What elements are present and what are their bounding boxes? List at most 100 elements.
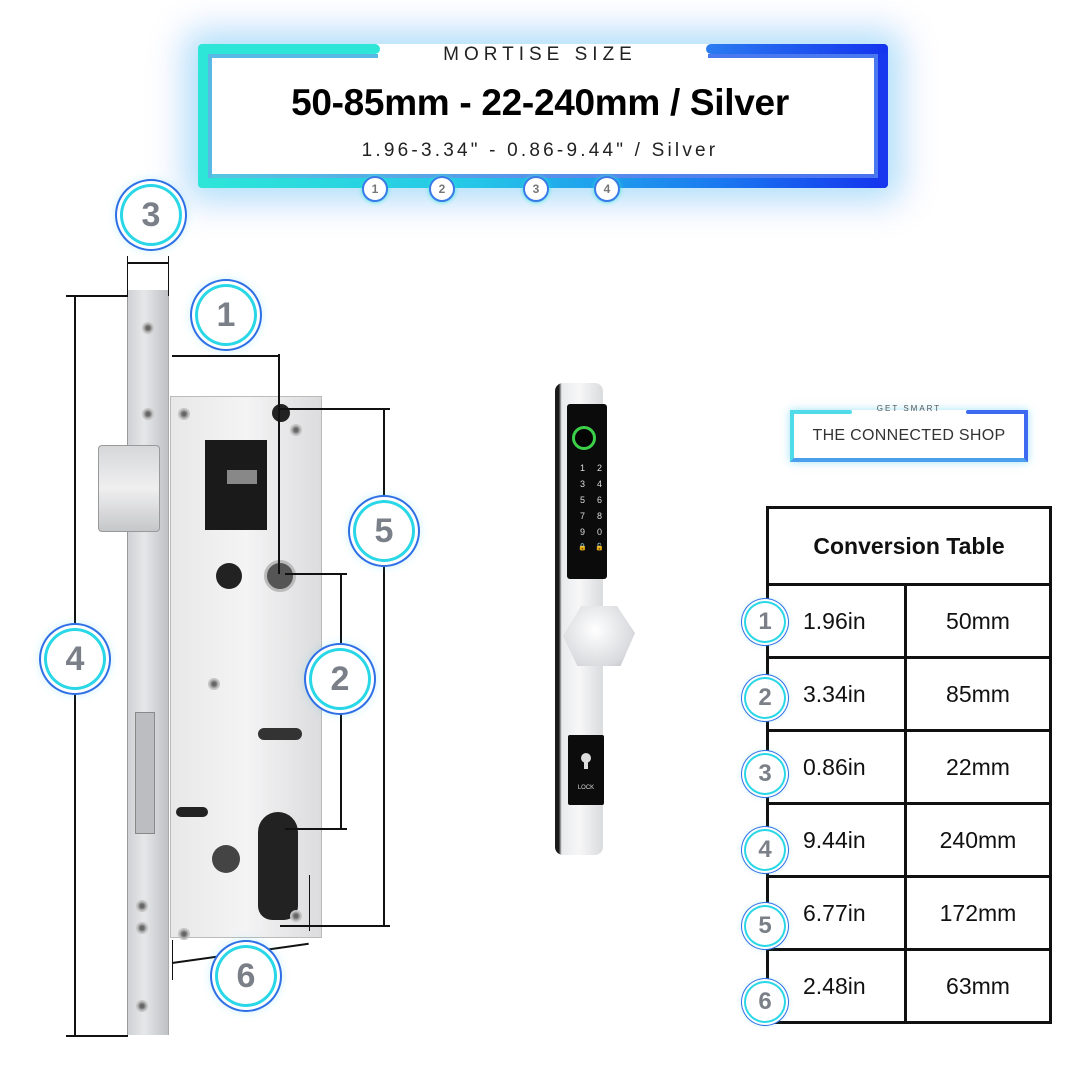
screw xyxy=(290,910,302,922)
logo-name: THE CONNECTED SHOP xyxy=(812,427,1006,444)
frame-line xyxy=(208,54,212,178)
dim-line-1 xyxy=(172,355,278,357)
row-badge-1: 1 xyxy=(746,603,784,641)
screw xyxy=(136,922,148,934)
step-badge: 1 xyxy=(362,176,388,202)
dim-extension xyxy=(309,875,310,931)
frame-line xyxy=(198,44,208,188)
latch-bolt xyxy=(98,445,160,532)
keypad-key: 5 xyxy=(579,495,585,505)
dim-extension xyxy=(280,408,390,410)
keypad-key: 7 xyxy=(579,511,585,521)
thumb-turn-knob xyxy=(563,606,635,666)
table-row: 2.48in 63mm xyxy=(766,948,1052,1024)
callout-badge-3: 3 xyxy=(123,187,179,243)
callout-badge-4: 4 xyxy=(47,631,103,687)
dim-extension xyxy=(278,354,280,574)
inches-cell: 2.48in xyxy=(766,948,907,1024)
mm-cell: 22mm xyxy=(904,729,1052,805)
slot xyxy=(258,728,302,740)
row-badge-5: 5 xyxy=(746,907,784,945)
logo-tagline: GET SMART xyxy=(876,404,942,413)
keypad-key: 0 xyxy=(596,527,602,537)
logo-frame-top-left xyxy=(790,410,852,414)
lock-faceplate xyxy=(127,290,169,1035)
step-badge: 2 xyxy=(429,176,455,202)
inches-cell: 6.77in xyxy=(766,875,907,951)
inches-cell: 0.86in xyxy=(766,729,907,805)
key-cover-panel: LOCK xyxy=(568,735,604,805)
unlock-icon: 🔓 xyxy=(595,544,604,551)
keypad-key: 9 xyxy=(579,527,585,537)
logo-frame xyxy=(790,410,1028,462)
keypad-keys: 1 2 3 4 5 6 7 8 9 0 🔒 🔓 xyxy=(574,463,608,551)
euro-cylinder-cutout xyxy=(258,812,298,920)
logo-frame-top-right xyxy=(966,410,1028,414)
keypad-key: 6 xyxy=(596,495,602,505)
frame-line xyxy=(706,44,888,54)
dim-extension xyxy=(168,256,169,296)
fingerprint-sensor-icon xyxy=(572,426,596,450)
callout-badge-1: 1 xyxy=(198,287,254,343)
dim-extension xyxy=(127,256,128,296)
screw xyxy=(290,424,302,436)
table-row: 6.77in 172mm xyxy=(766,875,1052,951)
keypad-key: 4 xyxy=(596,479,602,489)
follower-hole xyxy=(264,560,296,592)
screw xyxy=(178,408,190,420)
table-row: 9.44in 240mm xyxy=(766,802,1052,878)
mm-cell: 63mm xyxy=(904,948,1052,1024)
screw xyxy=(136,1000,148,1012)
screw xyxy=(142,322,154,334)
row-badge-3: 3 xyxy=(746,755,784,793)
top-pivot xyxy=(272,404,290,422)
spindle-hole xyxy=(216,563,242,589)
frame-line xyxy=(208,54,378,58)
step-badge: 3 xyxy=(523,176,549,202)
callout-badge-6: 6 xyxy=(218,948,274,1004)
inches-cell: 1.96in xyxy=(766,583,907,659)
screw xyxy=(208,678,220,690)
header-imperial-size: 1.96-3.34" - 0.86-9.44" / Silver xyxy=(361,140,719,161)
brand-logo: GET SMART THE CONNECTED SHOP xyxy=(790,404,1028,462)
key-icon xyxy=(581,753,591,763)
row-badge-2: 2 xyxy=(746,679,784,717)
mm-cell: 50mm xyxy=(904,583,1052,659)
table-header-row: Conversion Table xyxy=(766,506,1052,586)
dim-line-5 xyxy=(383,408,385,926)
screw xyxy=(136,900,148,912)
frame-line xyxy=(874,54,878,178)
inches-cell: 9.44in xyxy=(766,802,907,878)
keypad-key: 8 xyxy=(596,511,602,521)
conversion-table: Conversion Table 1.96in 50mm 3.34in 85mm… xyxy=(766,506,1052,1024)
row-badge-6: 6 xyxy=(746,983,784,1021)
mm-cell: 85mm xyxy=(904,656,1052,732)
dim-extension xyxy=(172,940,173,980)
frame-line xyxy=(878,44,888,188)
mm-cell: 172mm xyxy=(904,875,1052,951)
lock-label: LOCK xyxy=(577,785,595,791)
screw xyxy=(142,408,154,420)
table-row: 1.96in 50mm xyxy=(766,583,1052,659)
table-row: 0.86in 22mm xyxy=(766,729,1052,805)
table-title: Conversion Table xyxy=(766,506,1052,586)
dim-extension xyxy=(285,573,347,575)
keypad-key: 3 xyxy=(579,479,585,489)
screw xyxy=(178,928,190,940)
strike-plate xyxy=(135,712,155,834)
dim-extension xyxy=(285,828,347,830)
keypad-key: 1 xyxy=(579,463,585,473)
spring-pin xyxy=(227,470,257,484)
inches-cell: 3.34in xyxy=(766,656,907,732)
mm-cell: 240mm xyxy=(904,802,1052,878)
page-title: 50-85mm - 22-240mm / Silver xyxy=(291,82,789,123)
step-badge: 4 xyxy=(594,176,620,202)
lock-icon: 🔒 xyxy=(578,544,587,551)
dim-extension xyxy=(66,1035,128,1037)
callout-badge-5: 5 xyxy=(356,503,412,559)
dim-extension xyxy=(280,925,390,927)
dim-extension xyxy=(66,295,128,297)
table-row: 3.34in 85mm xyxy=(766,656,1052,732)
key-icon-stem xyxy=(584,761,588,769)
dim-line-3 xyxy=(128,262,168,264)
